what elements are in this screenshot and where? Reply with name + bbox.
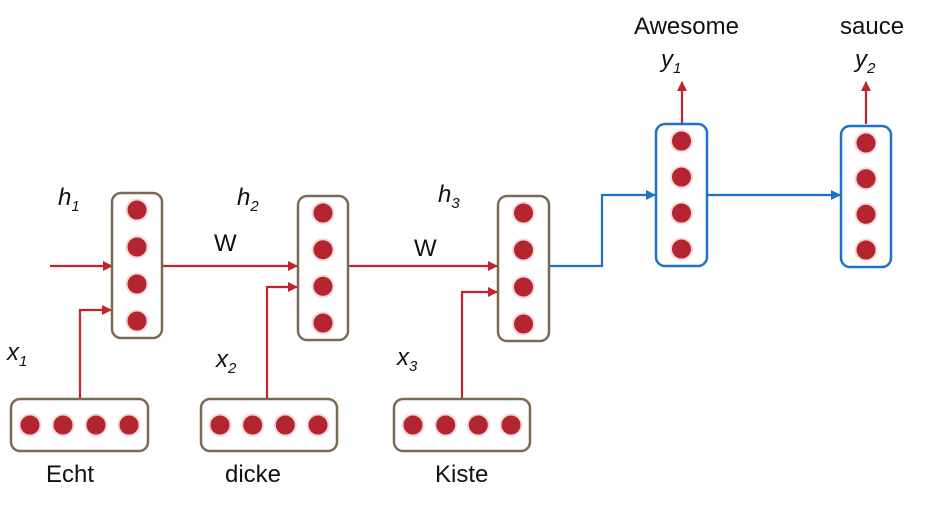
label-h2: h2 — [237, 184, 259, 215]
neuron — [670, 237, 693, 261]
label-y1: y1 — [661, 46, 682, 77]
box-border — [199, 397, 339, 453]
label-h1: h1 — [58, 184, 80, 215]
neuron — [466, 413, 490, 437]
input-vector-x2 — [199, 397, 339, 453]
arrow-x3-to-h3 — [460, 287, 498, 398]
neuron — [854, 202, 878, 226]
input-vector-x3 — [392, 397, 532, 453]
neuron — [854, 131, 878, 155]
decoder-state-1 — [654, 122, 709, 268]
neuron — [434, 413, 458, 437]
neuron — [670, 129, 693, 153]
neuron — [311, 238, 335, 262]
neuron — [241, 413, 265, 437]
hidden-state-h3 — [496, 194, 551, 343]
label-w2: W — [414, 235, 437, 262]
arrow-h3-to-decoder1 — [549, 190, 656, 268]
neuron — [499, 413, 523, 437]
hidden-state-h1 — [110, 191, 164, 340]
neuron — [512, 238, 535, 262]
box-border — [839, 124, 893, 269]
label-x2: x2 — [216, 346, 237, 377]
neuron — [125, 198, 149, 222]
neuron — [125, 272, 149, 296]
neuron — [51, 413, 75, 437]
neuron — [208, 413, 232, 437]
neuron — [401, 413, 425, 437]
neuron — [311, 274, 335, 298]
input-word-3: Kiste — [435, 461, 489, 488]
output-word-1: Awesome — [634, 13, 739, 40]
label-x1: x1 — [7, 339, 28, 370]
hidden-state-h2 — [296, 194, 350, 342]
neuron — [311, 201, 335, 225]
neuron — [117, 413, 141, 437]
box-border — [110, 191, 164, 340]
neuron — [84, 413, 108, 437]
box-border — [654, 122, 709, 268]
neuron — [512, 201, 535, 225]
arrow-x2-to-h2 — [265, 282, 298, 398]
neuron — [512, 275, 535, 299]
box-border — [392, 397, 532, 453]
neuron — [670, 165, 693, 189]
neuron — [854, 238, 878, 262]
neuron — [854, 167, 878, 191]
box-border — [496, 194, 551, 343]
neuron — [306, 413, 330, 437]
neuron — [311, 311, 335, 335]
input-vector-x1 — [9, 397, 150, 453]
neuron — [18, 413, 42, 437]
neuron — [125, 309, 149, 333]
box-border — [9, 397, 150, 453]
neuron — [125, 235, 149, 259]
neuron — [670, 201, 693, 225]
neuron — [273, 413, 297, 437]
output-word-2: sauce — [840, 13, 905, 40]
neuron — [512, 312, 535, 336]
input-word-2: dicke — [225, 461, 282, 488]
decoder-state-2 — [839, 124, 893, 269]
label-x3: x3 — [397, 344, 418, 375]
arrow-x1-to-h1 — [78, 305, 112, 398]
label-y2: y2 — [855, 46, 876, 77]
input-word-1: Echt — [46, 461, 95, 488]
box-border — [296, 194, 350, 342]
label-w1: W — [214, 230, 237, 257]
label-h3: h3 — [438, 181, 460, 212]
